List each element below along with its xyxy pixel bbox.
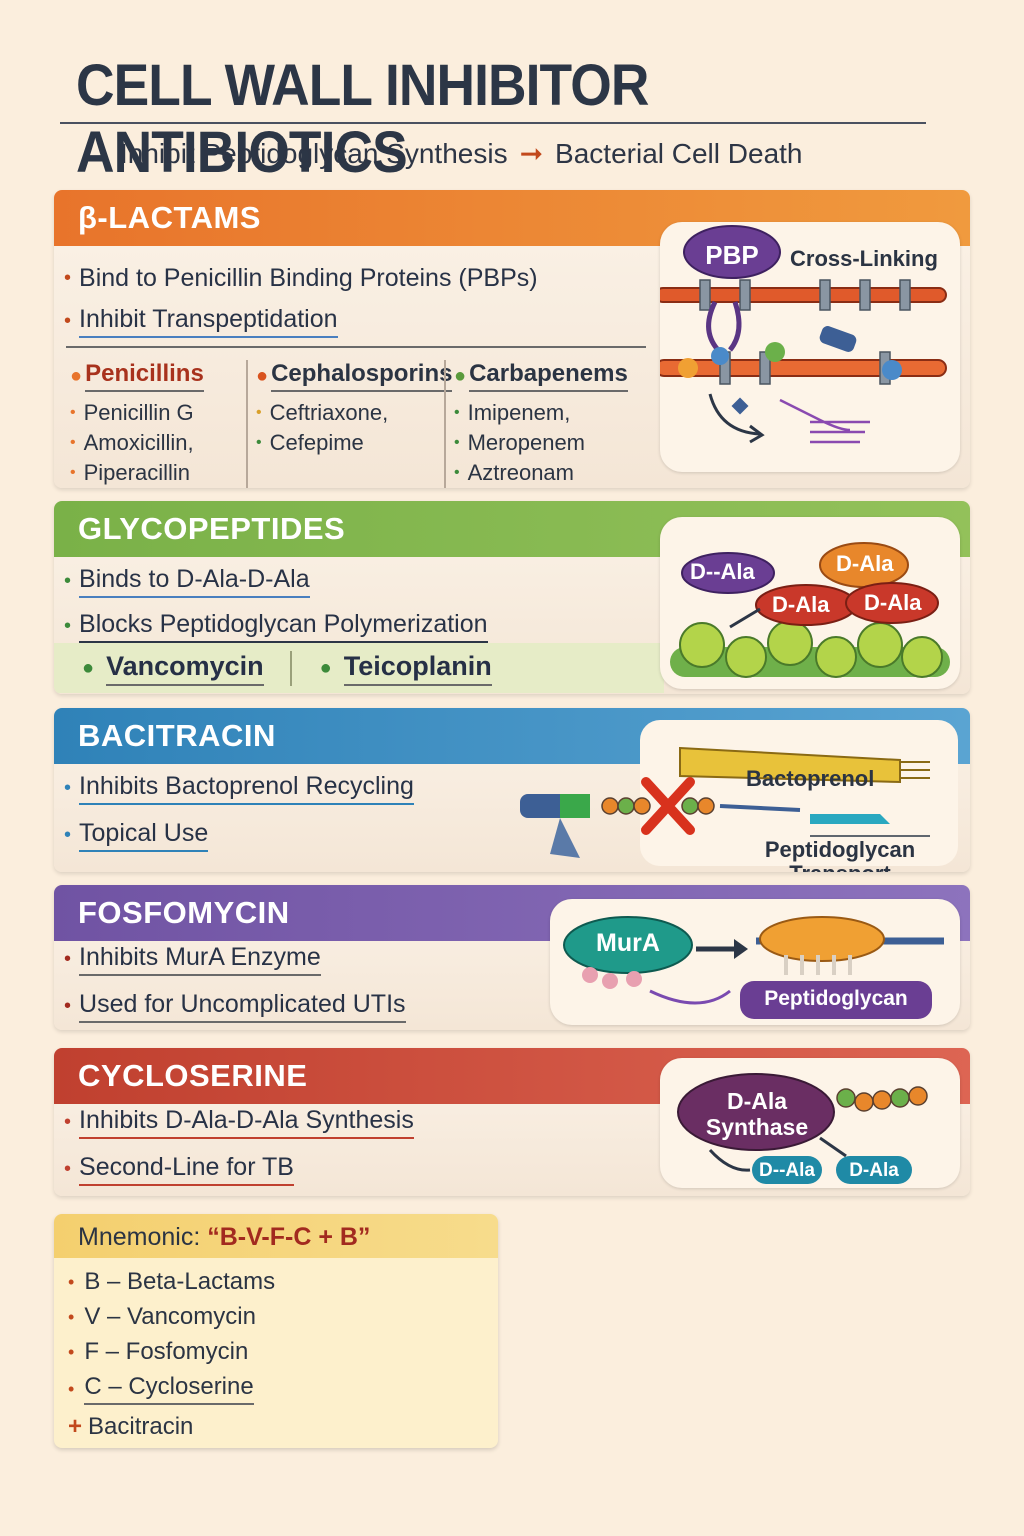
- d-ala-label: D-‑Ala: [690, 559, 755, 584]
- d-ala-synthase-diagram: [677, 1073, 928, 1184]
- cross-linking-diagram: [660, 225, 947, 444]
- column-cephalosporins: ●Cephalosporins •Ceftriaxone, •Cefepime: [246, 360, 453, 488]
- d-ala-label: D-Ala: [864, 590, 922, 615]
- column-heading: ●Cephalosporins: [256, 360, 453, 392]
- column-carbapenems: ●Carbapenems •Imipenem, •Meropenem •Aztr…: [444, 360, 654, 488]
- bullet-list: •Inhibits Bactoprenol Recycling •Topical…: [64, 772, 414, 864]
- mnemonic-item: •B – Beta-Lactams: [68, 1268, 276, 1295]
- bacitracin-panel: BACITRACIN •Inhibits Bactoprenol Recycli…: [54, 708, 970, 872]
- d-ala-label: D-Ala: [836, 551, 894, 576]
- mnemonic-item: •F – Fosfomycin: [68, 1338, 249, 1365]
- d-ala-synthase-label: D-Ala Synthase: [705, 1088, 809, 1140]
- fosfomycin-panel: FOSFOMYCIN •Inhibits MurA Enzyme •Used f…: [54, 885, 970, 1030]
- bactoprenol-illustration: Bactoprenol Peptidoglycan Transport: [520, 718, 960, 872]
- mnemonic-item: •V – Vancomycin: [68, 1303, 256, 1330]
- cross-linking-illustration: PBP Cross-Linking: [660, 222, 960, 472]
- bactoprenol-diagram: [520, 720, 958, 866]
- bullet-item: •Bind to Penicillin Binding Proteins (PB…: [64, 264, 538, 292]
- bullet-item: •Topical Use: [64, 819, 414, 852]
- peptidoglycan-label: Peptidoglycan: [764, 987, 908, 1010]
- bullet-list: •Inhibits MurA Enzyme •Used for Uncompli…: [64, 943, 406, 1030]
- bullet-item: •Second-Line for TB: [64, 1153, 414, 1186]
- mnemonic-item: •C – Cycloserine: [68, 1373, 498, 1405]
- drug-item: ●Vancomycin: [54, 651, 290, 686]
- page-title: CELL WALL INHIBITOR ANTIBIOTICS: [76, 53, 649, 185]
- mnemonic-header: Mnemonic: “B-V-F-C + B”: [54, 1214, 498, 1258]
- mura-illustration: MurA Peptidoglycan: [550, 899, 960, 1025]
- bullet-item: •Inhibits Bactoprenol Recycling: [64, 772, 414, 805]
- subtitle-left: Inhibit Peptidoglycan Synthesis: [120, 137, 508, 169]
- drug-item: •Amoxicillin,: [70, 430, 194, 455]
- subtitle-right: Bacterial Cell Death: [555, 137, 803, 169]
- right-arrow-icon: ➞: [519, 138, 544, 169]
- column-heading: ●Penicillins: [70, 360, 230, 392]
- d-ala-binding-illustration: D-‑Ala D-Ala D-Ala D-Ala: [660, 517, 960, 689]
- d-ala-label: D-Ala: [772, 592, 830, 617]
- bullet-item: •Inhibit Transpeptidation: [64, 305, 538, 338]
- cycloserine-panel: CYCLOSERINE •Inhibits D-Ala-D-Ala Synthe…: [54, 1048, 970, 1196]
- title-divider: [60, 122, 926, 124]
- bullet-item: •Blocks Peptidoglycan Polymerization: [64, 610, 488, 643]
- d-ala-label: D-Ala: [849, 1160, 899, 1181]
- mnemonic-extra: +Bacitracin: [68, 1413, 194, 1440]
- d-ala-synthase-illustration: D-Ala Synthase D-‑Ala D-Ala: [660, 1058, 960, 1188]
- d-ala-binding-diagram: [670, 542, 950, 678]
- bullet-list: •Inhibits D-Ala-D-Ala Synthesis •Second-…: [64, 1106, 414, 1196]
- bullet-item: •Used for Uncomplicated UTIs: [64, 990, 406, 1023]
- mura-diagram: [563, 916, 944, 1019]
- drug-item: •Imipenem,: [454, 400, 571, 425]
- drug-item: •Cefepime: [256, 430, 364, 455]
- mura-label: MurA: [596, 929, 660, 957]
- mnemonic-box: Mnemonic: “B-V-F-C + B” •B – Beta-Lactam…: [54, 1214, 498, 1448]
- drug-list: ●Vancomycin ●Teicoplanin: [54, 643, 664, 693]
- bullet-item: •Inhibits MurA Enzyme: [64, 943, 406, 976]
- column-penicillins: ●Penicillins •Penicillin G •Amoxicillin,…: [68, 360, 246, 488]
- column-heading: ●Carbapenems: [454, 360, 638, 392]
- mnemonic-list: •B – Beta-Lactams •V – Vancomycin •F – F…: [54, 1258, 498, 1405]
- bullet-list: •Binds to D-Ala-D-Ala •Blocks Peptidogly…: [64, 565, 488, 655]
- transport-caption: Peptidoglycan Transport: [764, 837, 916, 873]
- bactoprenol-label: Bactoprenol: [746, 766, 875, 791]
- beta-lactams-panel: β-LACTAMS •Bind to Penicillin Binding Pr…: [54, 190, 970, 488]
- drug-class-columns: ●Penicillins •Penicillin G •Amoxicillin,…: [68, 360, 654, 488]
- drug-item: •Meropenem: [454, 430, 585, 455]
- bullet-list: •Bind to Penicillin Binding Proteins (PB…: [64, 264, 538, 350]
- drug-item: •Ceftriaxone,: [256, 400, 389, 425]
- drug-item: ●Teicoplanin: [289, 650, 518, 686]
- drug-item: •Aztreonam: [454, 460, 574, 485]
- bullet-item: •Inhibits D-Ala-D-Ala Synthesis: [64, 1106, 414, 1139]
- cross-linking-caption: Cross-Linking: [790, 246, 938, 271]
- drug-item: •Piperacillin: [70, 460, 190, 485]
- d-ala-label: D-‑Ala: [759, 1160, 815, 1181]
- section-divider: [66, 346, 646, 348]
- glycopeptides-panel: GLYCOPEPTIDES •Binds to D-Ala-D-Ala •Blo…: [54, 501, 970, 694]
- drug-item: •Penicillin G: [70, 400, 194, 425]
- bullet-item: •Binds to D-Ala-D-Ala: [64, 565, 488, 598]
- pbp-label: PBP: [705, 240, 759, 270]
- page-subtitle: Inhibit Peptidoglycan Synthesis ➞ Bacter…: [120, 137, 803, 170]
